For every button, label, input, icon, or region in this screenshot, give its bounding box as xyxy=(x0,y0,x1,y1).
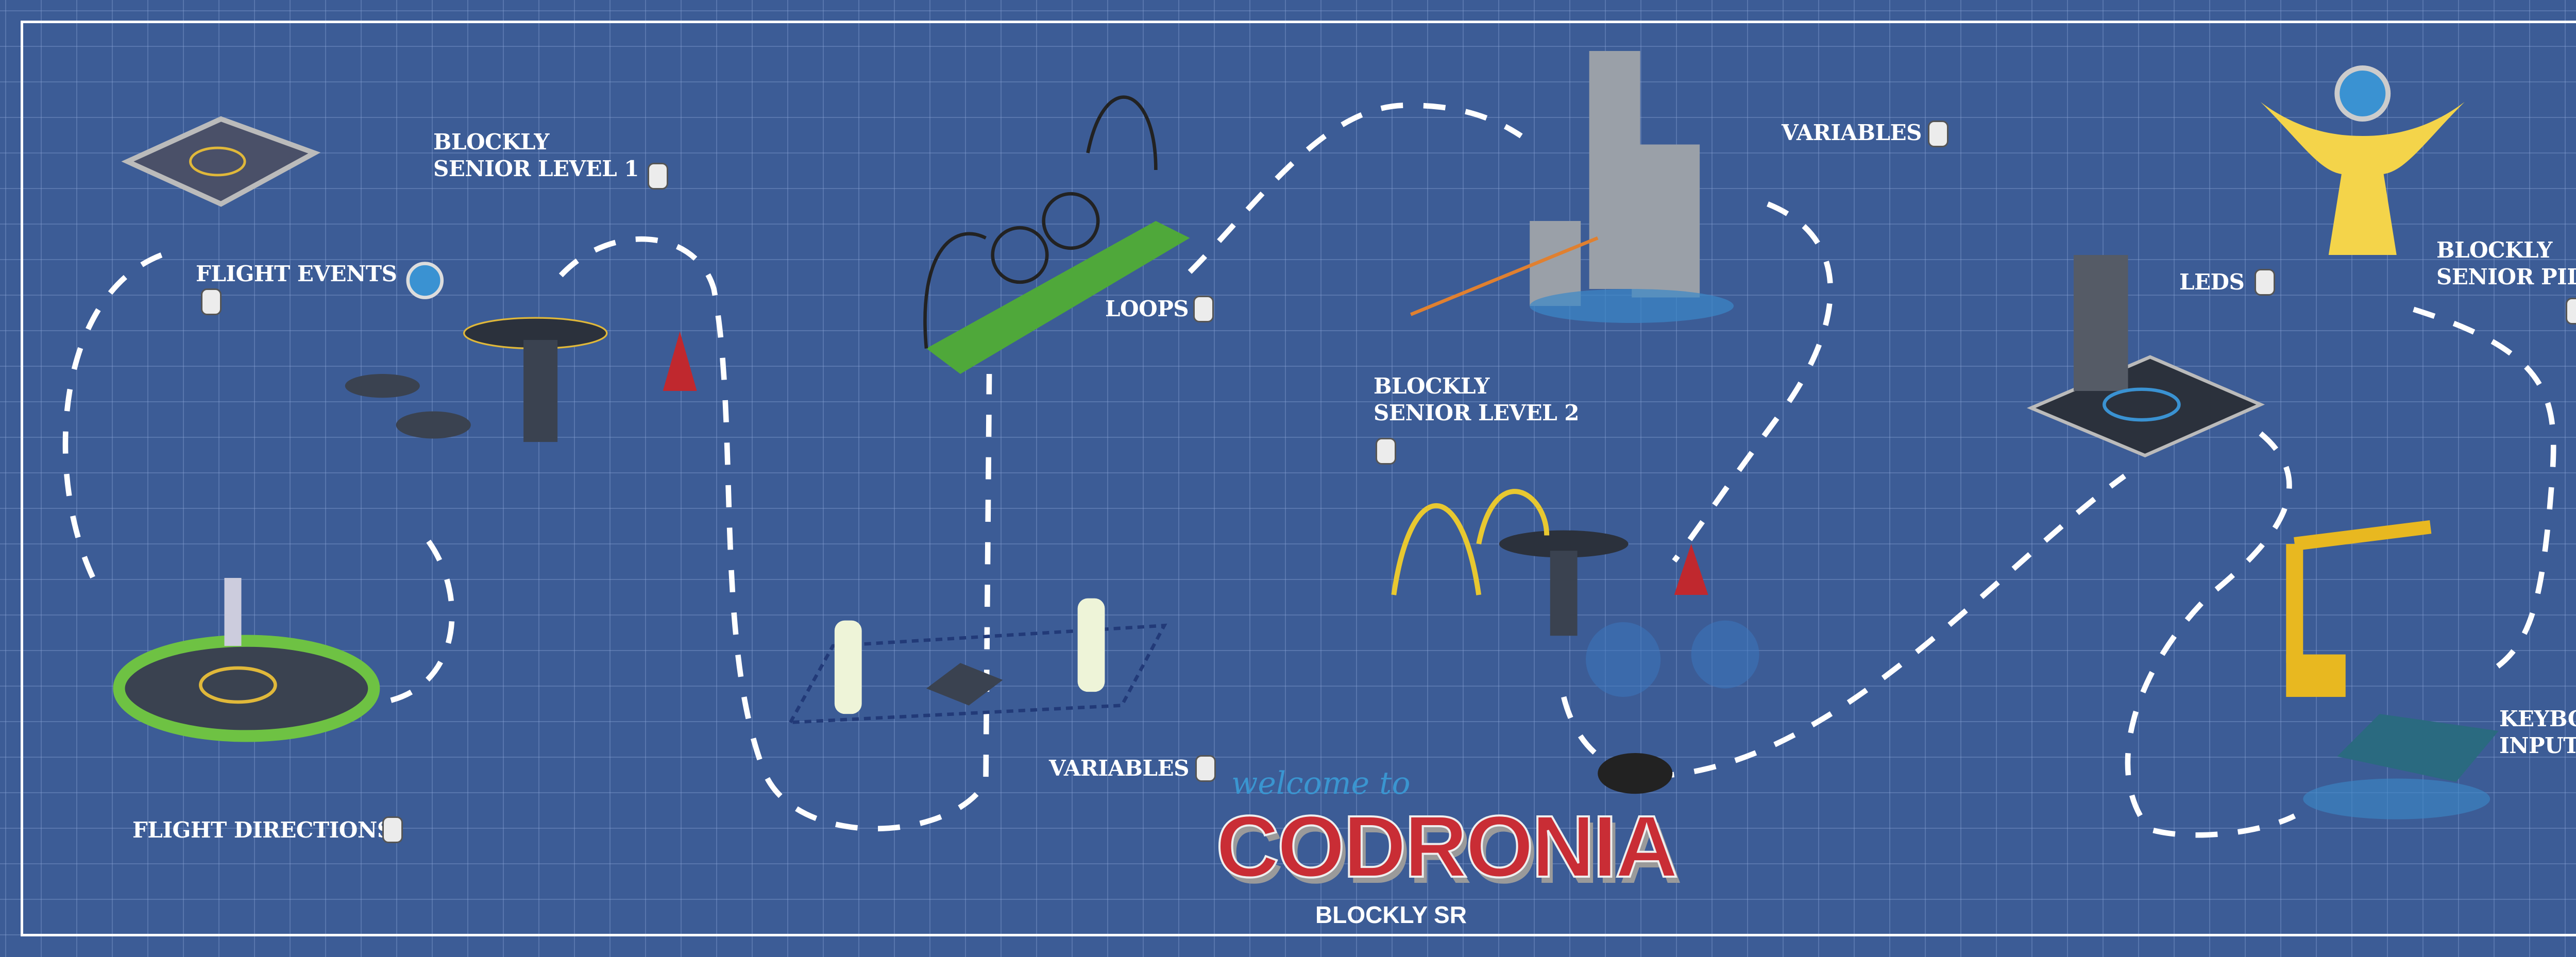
leds-platform xyxy=(2026,255,2265,458)
flight-events-platform xyxy=(121,116,321,207)
logo-subtitle: BLOCKLY SR xyxy=(1315,901,1467,928)
checkbox-senior-level-2[interactable] xyxy=(1376,438,1396,465)
level-label-variables-2: VARIABLES xyxy=(1782,120,1922,145)
checkbox-variables-1[interactable] xyxy=(1195,755,1216,782)
level-label-loops: LOOPS xyxy=(1105,296,1189,321)
level-label-keyboard-input: KEYBOARD INPUT xyxy=(2499,706,2576,758)
level-label-senior-level-1: BLOCKLY SENIOR LEVEL 1 xyxy=(433,129,639,181)
checkbox-loops[interactable] xyxy=(1193,296,1214,322)
senior-level-1-course xyxy=(345,262,697,442)
checkbox-flight-directions[interactable] xyxy=(382,816,403,843)
variables-course-1 xyxy=(787,598,1167,725)
keyboard-input-crane xyxy=(2286,520,2499,819)
level-label-senior-pilot: BLOCKLY SENIOR PILOT xyxy=(2436,237,2576,289)
codronia-logo: welcome to CODRONIA BLOCKLY SR xyxy=(1215,765,1680,928)
checkbox-leds[interactable] xyxy=(2255,269,2275,296)
dashed-flight-path xyxy=(62,102,2556,838)
level-label-variables-1: VARIABLES xyxy=(1049,756,1189,781)
checkbox-flight-events[interactable] xyxy=(201,288,222,315)
logo-brand-name: CODRONIA xyxy=(1215,798,1680,896)
map-frame xyxy=(21,21,2576,936)
senior-level-2-towers xyxy=(1410,51,1734,323)
loops-course xyxy=(923,95,1190,374)
checkbox-senior-pilot[interactable] xyxy=(2566,298,2576,324)
level-label-flight-directions: FLIGHT DIRECTIONS xyxy=(132,817,393,843)
logo-welcome-text: welcome to xyxy=(1231,765,1411,801)
level-label-senior-level-2: BLOCKLY SENIOR LEVEL 2 xyxy=(1374,373,1580,425)
flight-directions-island xyxy=(113,578,380,742)
checkbox-variables-2[interactable] xyxy=(1928,121,1948,147)
senior-pilot-trophy xyxy=(2260,65,2465,255)
level-label-flight-events: FLIGHT EVENTS xyxy=(196,261,397,286)
checkbox-senior-level-1[interactable] xyxy=(648,163,668,190)
variables-course-2 xyxy=(1391,489,1759,794)
level-label-leds: LEDS xyxy=(2179,269,2245,295)
